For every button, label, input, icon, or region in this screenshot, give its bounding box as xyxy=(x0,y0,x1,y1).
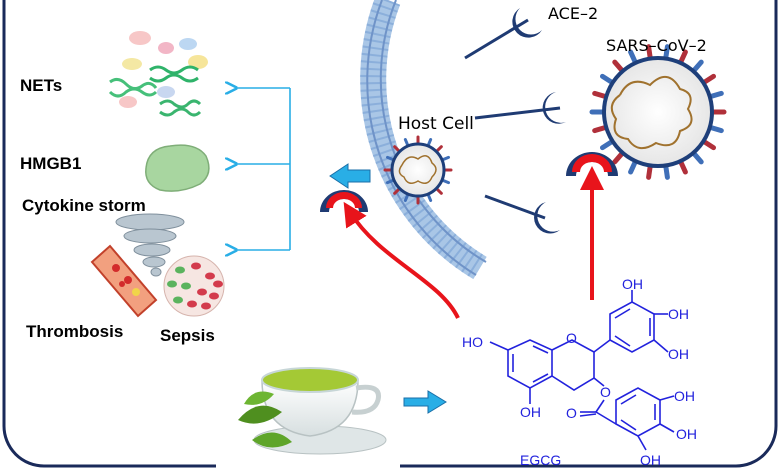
atom-oh-bottom: OH xyxy=(520,404,541,420)
red-arrow-left xyxy=(343,201,460,319)
blue-block-arrow-exit xyxy=(329,163,371,189)
label-hmgb1: HMGB1 xyxy=(20,154,82,173)
effects-bracket xyxy=(236,88,291,250)
virus-large xyxy=(589,44,727,180)
label-nets: NETs xyxy=(20,76,63,95)
tornado-illustration xyxy=(115,213,185,277)
blood-vessel-illustration xyxy=(90,244,158,318)
virus-small xyxy=(383,135,453,205)
label-sepsis: Sepsis xyxy=(160,326,215,345)
label-ace2: ACE–2 xyxy=(548,4,599,23)
atom-oh-gallate-2: OH xyxy=(676,426,697,442)
blue-arrow-tea-to-egcg xyxy=(403,390,447,414)
atom-oh-gallate-3: OH xyxy=(640,452,661,468)
egcg-blocker-left xyxy=(320,190,368,212)
egcg-blocker-right xyxy=(566,152,618,176)
egcg-structure xyxy=(489,290,675,451)
atom-oh-gallate-1: OH xyxy=(674,388,695,404)
atom-o-ester: O xyxy=(600,384,611,400)
atom-o-ring: O xyxy=(566,330,577,346)
label-cytokine-storm: Cytokine storm xyxy=(22,196,146,215)
atom-oh-right-upper: OH xyxy=(668,306,689,322)
atom-o-carbonyl: O xyxy=(566,405,577,421)
label-egcg: EGCG xyxy=(520,452,562,468)
atom-oh-right-lower: OH xyxy=(668,346,689,362)
atom-oh-top: OH xyxy=(622,276,643,292)
label-host-cell: Host Cell xyxy=(398,114,474,134)
label-sars-cov-2: SARS–CoV–2 xyxy=(606,36,707,55)
hmgb1-blob xyxy=(145,144,210,192)
label-thrombosis: Thrombosis xyxy=(26,322,124,341)
host-cell-membrane xyxy=(360,0,487,280)
green-tea-cup xyxy=(216,340,400,470)
sepsis-illustration xyxy=(163,255,225,317)
nets-illustration xyxy=(108,31,208,117)
ace2-receptors xyxy=(464,8,566,234)
atom-ho-left: HO xyxy=(462,334,483,350)
